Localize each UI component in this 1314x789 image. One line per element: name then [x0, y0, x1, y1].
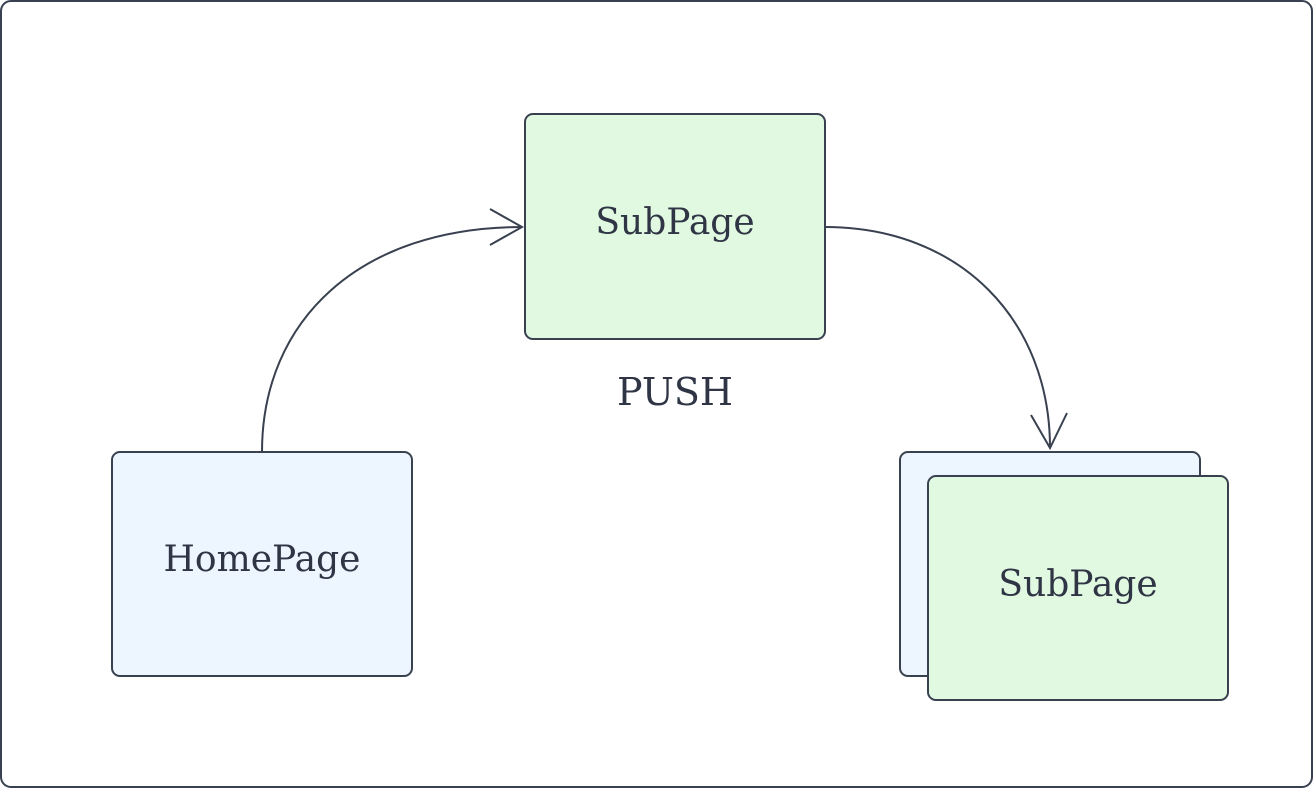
edge-subpage-to-stack-line [824, 226, 1051, 449]
home-node[interactable]: HomePage [111, 451, 413, 677]
push-label: PUSH [617, 370, 733, 414]
subpage-top-node[interactable]: SubPage [524, 113, 826, 340]
stack-front-node[interactable]: SubPage [927, 475, 1229, 701]
edge-subpage-to-stack [824, 226, 1068, 451]
stack-front-node-label: SubPage [998, 564, 1157, 605]
arrowhead-down-icon [1030, 412, 1068, 451]
home-node-label: HomePage [164, 539, 361, 580]
arrowhead-right-icon [489, 208, 525, 246]
edge-home-to-subpage-line [261, 226, 523, 453]
subpage-top-node-label: SubPage [595, 202, 754, 243]
edge-home-to-subpage [261, 208, 525, 453]
stack-front-node-box [927, 475, 1229, 701]
